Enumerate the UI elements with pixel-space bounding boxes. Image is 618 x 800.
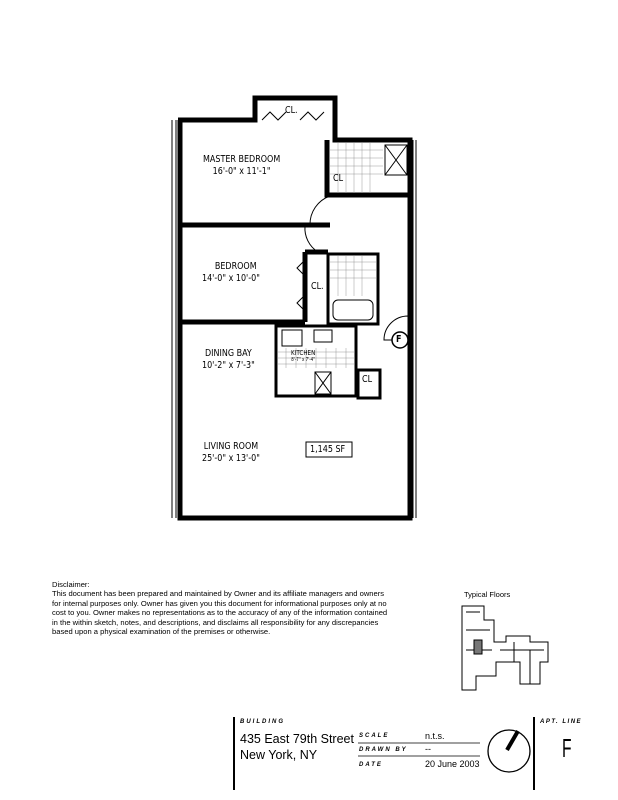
- room-dims: 8'-7" x 7'-4": [291, 357, 316, 363]
- drawn-by-label: DRAWN BY: [359, 747, 408, 753]
- room-dims: 25'-0" x 13'-0": [202, 453, 260, 464]
- scale-value: n.t.s.: [425, 731, 445, 741]
- area-label: 1,145 SF: [310, 444, 346, 455]
- address-line-2: New York, NY: [240, 748, 318, 762]
- closet-label: CL.: [311, 281, 324, 292]
- disclaimer-text: This document has been prepared and main…: [52, 589, 388, 637]
- address-line-1: 435 East 79th Street: [240, 732, 354, 746]
- bath-wall: [324, 140, 410, 198]
- closet-doors-bedroom: [296, 259, 306, 312]
- room-dims: 14'-0" x 10'-0": [202, 273, 260, 284]
- key-plan: [461, 605, 549, 691]
- door-bedroom: [304, 225, 319, 253]
- disclaimer-title: Disclaimer:: [52, 580, 90, 589]
- exterior-wall: [177, 95, 413, 521]
- compass-icon: [487, 729, 531, 773]
- date-label: DATE: [359, 762, 383, 768]
- key-plan-label: Typical Floors: [464, 590, 511, 599]
- apt-line-value: F: [562, 733, 572, 763]
- door-entry: [383, 315, 409, 341]
- window-right: [412, 140, 417, 518]
- closet-label: CL: [333, 173, 344, 184]
- title-block-lines: [233, 717, 535, 790]
- room-dims: 10'-2" x 7'-3": [202, 360, 255, 371]
- area-box: [305, 441, 353, 458]
- stove: [281, 329, 303, 347]
- room-name: LIVING ROOM: [203, 441, 259, 452]
- window-left: [171, 120, 177, 518]
- entry-marker: F: [396, 334, 402, 345]
- room-name: DINING BAY: [204, 348, 252, 359]
- date-value: 20 June 2003: [425, 759, 480, 769]
- bathtub: [332, 299, 374, 321]
- scale-label: SCALE: [359, 733, 390, 739]
- closet-doors-master: [261, 111, 325, 121]
- bathroom-2: [326, 252, 380, 326]
- fridge: [314, 371, 332, 395]
- apt-line-label: APT. LINE: [540, 719, 583, 725]
- entry-marker-circle: [391, 331, 409, 349]
- shower: [384, 144, 408, 176]
- building-label: BUILDING: [240, 719, 285, 725]
- drawn-by-value: --: [425, 744, 431, 754]
- room-name: MASTER BEDROOM: [203, 154, 281, 165]
- closet-label: CL: [362, 374, 373, 385]
- closet-label: CL.: [285, 105, 298, 116]
- room-name: BEDROOM: [214, 261, 257, 272]
- bath-tiles: [278, 143, 383, 368]
- sink: [313, 329, 333, 343]
- kitchen: [274, 324, 358, 398]
- closet-kitchen: [356, 368, 382, 400]
- room-name: KITCHEN: [291, 349, 316, 357]
- room-dims: 16'-0" x 11'-1": [212, 166, 271, 177]
- disclaimer: Disclaimer: This document has been prepa…: [52, 580, 392, 636]
- door-master: [309, 195, 331, 226]
